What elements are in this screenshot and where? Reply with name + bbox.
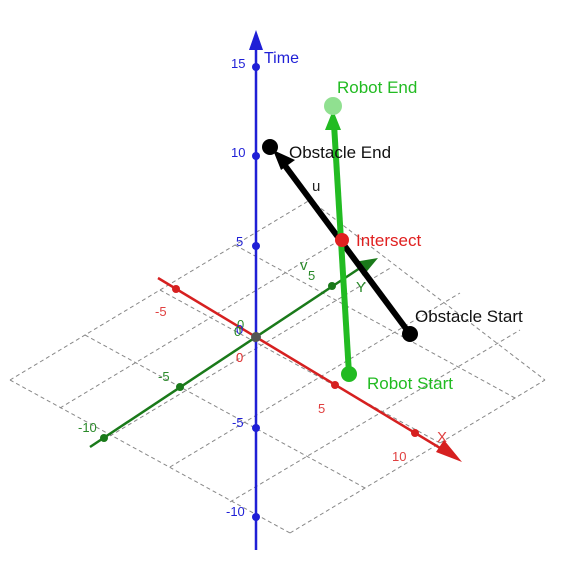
x-tick-label: 10 bbox=[392, 449, 406, 464]
y-tick-label: 0 bbox=[237, 317, 244, 332]
y-axis-label: Y bbox=[356, 279, 366, 296]
time-tick-label: 10 bbox=[231, 145, 245, 160]
x-tick-label: 0 bbox=[236, 350, 243, 365]
time-axis: 15 10 5 0 -5 -10 Time bbox=[226, 30, 299, 550]
y-tick-mark bbox=[100, 434, 108, 442]
obstacle-vector-u: u bbox=[273, 150, 413, 336]
time-tick-mark bbox=[252, 242, 260, 250]
y-tick-mark bbox=[328, 282, 336, 290]
intersect-label: Intersect bbox=[356, 231, 421, 250]
time-tick-label: -5 bbox=[232, 415, 244, 430]
point-labels: Obstacle Start Obstacle End Robot Start … bbox=[289, 78, 523, 393]
obstacle-start-point[interactable] bbox=[402, 326, 418, 342]
grid-line bbox=[9, 379, 291, 534]
time-tick-label: 5 bbox=[236, 234, 243, 249]
u-label: u bbox=[312, 178, 320, 195]
origin-point bbox=[251, 332, 261, 342]
x-axis-arrowhead bbox=[436, 440, 462, 462]
x-origin-label: 0 bbox=[236, 350, 243, 365]
robot-end-point[interactable] bbox=[324, 97, 342, 115]
obstacle-start-label: Obstacle Start bbox=[415, 307, 523, 326]
y-origin-label: 0 bbox=[234, 324, 241, 339]
origin: 0 0 bbox=[234, 324, 261, 365]
ground-grid bbox=[9, 199, 546, 534]
robot-start-label: Robot Start bbox=[367, 374, 453, 393]
time-axis-label: Time bbox=[264, 50, 299, 67]
y-tick-label: -10 bbox=[78, 420, 97, 435]
v-label: v bbox=[300, 257, 308, 274]
y-axis: -10 -5 0 5 Y bbox=[78, 258, 378, 449]
x-tick-mark bbox=[172, 285, 180, 293]
x-axis-label: X bbox=[437, 429, 447, 446]
time-tick-mark bbox=[252, 152, 260, 160]
robot-path bbox=[325, 110, 352, 375]
x-tick-mark bbox=[331, 381, 339, 389]
time-axis-arrowhead bbox=[249, 30, 263, 50]
obstacle-end-point[interactable] bbox=[262, 139, 278, 155]
y-tick-label: -5 bbox=[158, 369, 170, 384]
obstacle-path-line bbox=[280, 161, 413, 336]
y-tick-mark bbox=[176, 383, 184, 391]
grid-line bbox=[9, 199, 311, 381]
time-tick-mark bbox=[252, 424, 260, 432]
y-axis-line bbox=[89, 266, 361, 449]
time-tick-mark bbox=[252, 63, 260, 71]
x-axis-line bbox=[157, 276, 451, 456]
time-tick-label: 0 bbox=[236, 322, 243, 337]
obstacle-end-label: Obstacle End bbox=[289, 143, 391, 162]
grid-line bbox=[289, 379, 546, 534]
x-tick-label: 5 bbox=[318, 401, 325, 416]
time-tick-label: -10 bbox=[226, 504, 245, 519]
robot-arrowhead bbox=[325, 110, 341, 130]
y-tick-label: 5 bbox=[308, 268, 315, 283]
grid-line bbox=[59, 236, 346, 409]
robot-path-line bbox=[331, 123, 352, 375]
time-tick-label: 15 bbox=[231, 56, 245, 71]
x-tick-label: -5 bbox=[155, 304, 167, 319]
grid-line bbox=[309, 199, 546, 381]
intersect-point[interactable] bbox=[335, 233, 349, 247]
grid-line bbox=[229, 329, 521, 503]
points bbox=[262, 97, 418, 382]
time-tick-mark bbox=[252, 513, 260, 521]
obstacle-arrowhead bbox=[273, 150, 295, 170]
grid-line bbox=[169, 292, 461, 468]
robot-start-point[interactable] bbox=[341, 366, 357, 382]
x-axis: -5 0 5 10 X bbox=[155, 276, 462, 464]
robot-end-label: Robot End bbox=[337, 78, 417, 97]
x-tick-mark bbox=[411, 429, 419, 437]
